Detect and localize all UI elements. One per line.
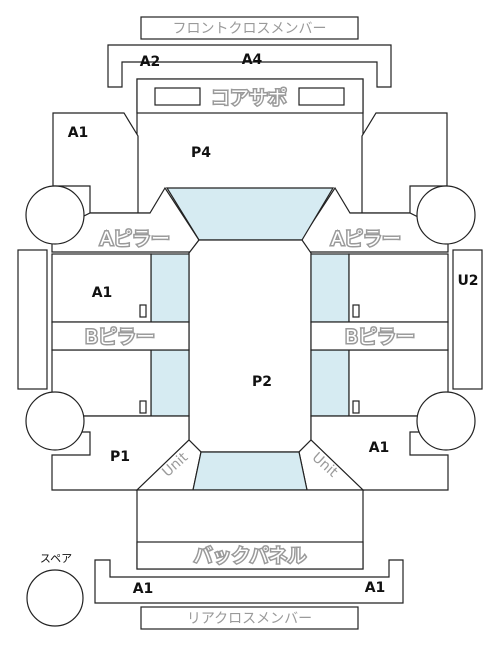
core-support-right-slot <box>298 87 345 106</box>
left-rear-door-handle[interactable] <box>139 400 147 414</box>
rear-window[interactable] <box>192 451 308 491</box>
a-pillar-left-label: Aピラー <box>100 228 170 250</box>
roof-panel[interactable] <box>188 239 312 453</box>
roof-code-p2: P2 <box>252 374 272 390</box>
rear-left-wheel[interactable] <box>25 391 85 451</box>
rear-bumper-code-a1-right: A1 <box>365 580 386 596</box>
rear-bumper-code-a1-left: A1 <box>133 581 154 597</box>
rear-right-code-a1: A1 <box>369 440 390 456</box>
left-front-door-handle[interactable] <box>139 304 147 318</box>
back-panel-label: バックパネル <box>193 545 306 567</box>
front-left-wheel[interactable] <box>25 185 85 245</box>
rear-left-code-p1: P1 <box>110 449 130 465</box>
front-bumper-code-a4: A4 <box>242 52 263 68</box>
front-bumper-code-a2: A2 <box>140 54 161 70</box>
left-front-window[interactable] <box>150 253 190 323</box>
right-side-sill[interactable] <box>452 249 483 390</box>
right-front-window[interactable] <box>310 253 350 323</box>
right-rear-door-handle[interactable] <box>352 400 360 414</box>
left-side-sill[interactable] <box>17 249 48 390</box>
spare-tire-label: スペア <box>40 552 72 565</box>
rear-right-wheel[interactable] <box>416 391 476 451</box>
right-rear-window[interactable] <box>310 349 350 417</box>
front-right-wheel[interactable] <box>416 185 476 245</box>
rear-bumper[interactable] <box>94 559 404 604</box>
hood-code-p4: P4 <box>191 145 211 161</box>
b-pillar-right-label: Bピラー <box>345 326 415 348</box>
rear-cross-member-label: リアクロスメンバー <box>187 611 312 627</box>
front-bumper[interactable] <box>107 44 392 88</box>
b-pillar-right[interactable] <box>310 321 449 351</box>
front-cross-member-label: フロントクロスメンバー <box>173 21 327 37</box>
back-panel[interactable] <box>136 541 364 570</box>
left-front-door-code-a1: A1 <box>92 285 113 301</box>
front-left-fender-code-a1: A1 <box>68 125 89 141</box>
rear-cross-member-box[interactable] <box>140 606 359 630</box>
core-support-left-slot <box>154 87 201 106</box>
core-support-label: コアサポ <box>211 87 287 109</box>
right-sill-code-u2: U2 <box>457 273 478 289</box>
b-pillar-left[interactable] <box>51 321 190 351</box>
left-front-door[interactable] <box>51 253 152 323</box>
a-pillar-right-label: Aピラー <box>331 228 401 250</box>
spare-tire[interactable] <box>26 569 84 627</box>
right-front-door-handle[interactable] <box>352 304 360 318</box>
right-front-door[interactable] <box>348 253 449 323</box>
b-pillar-left-label: Bピラー <box>85 326 155 348</box>
left-rear-window[interactable] <box>150 349 190 417</box>
front-cross-member-box[interactable] <box>140 16 359 40</box>
